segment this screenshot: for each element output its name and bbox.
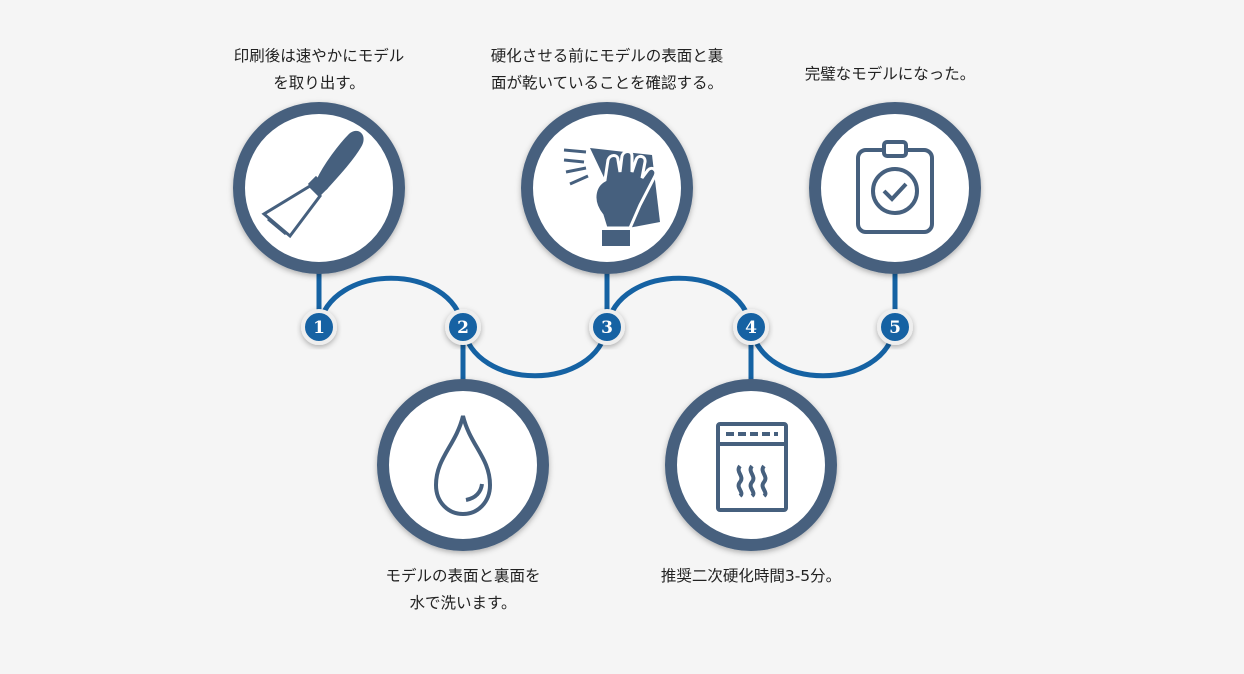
caption-line: 硬化させる前にモデルの表面と裏 (490, 47, 724, 65)
caption-line: 推奨二次硬化時間3-5分。 (660, 567, 842, 585)
step-badge-2: 2 (445, 309, 481, 345)
caption-line: 完璧なモデルになった。 (804, 65, 976, 83)
svg-text:3: 3 (601, 318, 613, 338)
step-badge-5: 5 (877, 309, 913, 345)
svg-text:2: 2 (457, 318, 469, 338)
step-5-caption: 完璧なモデルになった。 (760, 61, 1020, 88)
step-2-caption: モデルの表面と裏面を水で洗います。 (333, 563, 593, 617)
scraper-icon (261, 130, 364, 239)
step-circle-2 (377, 379, 549, 551)
svg-text:5: 5 (889, 318, 901, 338)
step-badge-1: 1 (301, 309, 337, 345)
caption-line: 印刷後は速やかにモデル (233, 47, 405, 65)
svg-text:1: 1 (313, 318, 325, 338)
step-circle-5 (809, 102, 981, 274)
curing-oven-icon (716, 422, 788, 512)
step-badge-3: 3 (589, 309, 625, 345)
clipboard-check-icon (856, 140, 934, 234)
caption-line: モデルの表面と裏面を (385, 567, 541, 585)
caption-line: 水で洗います。 (409, 594, 517, 612)
step-4-caption: 推奨二次硬化時間3-5分。 (621, 563, 881, 590)
caption-line: 面が乾いていることを確認する。 (490, 74, 724, 92)
step-circle-4 (665, 379, 837, 551)
water-drop-icon (433, 415, 493, 517)
caption-line: を取り出す。 (273, 74, 365, 92)
step-1-caption: 印刷後は速やかにモデルを取り出す。 (189, 43, 449, 97)
svg-text:4: 4 (745, 318, 757, 338)
wiping-hand-icon (563, 148, 660, 246)
step-3-caption: 硬化させる前にモデルの表面と裏面が乾いていることを確認する。 (462, 43, 752, 97)
step-badge-4: 4 (733, 309, 769, 345)
